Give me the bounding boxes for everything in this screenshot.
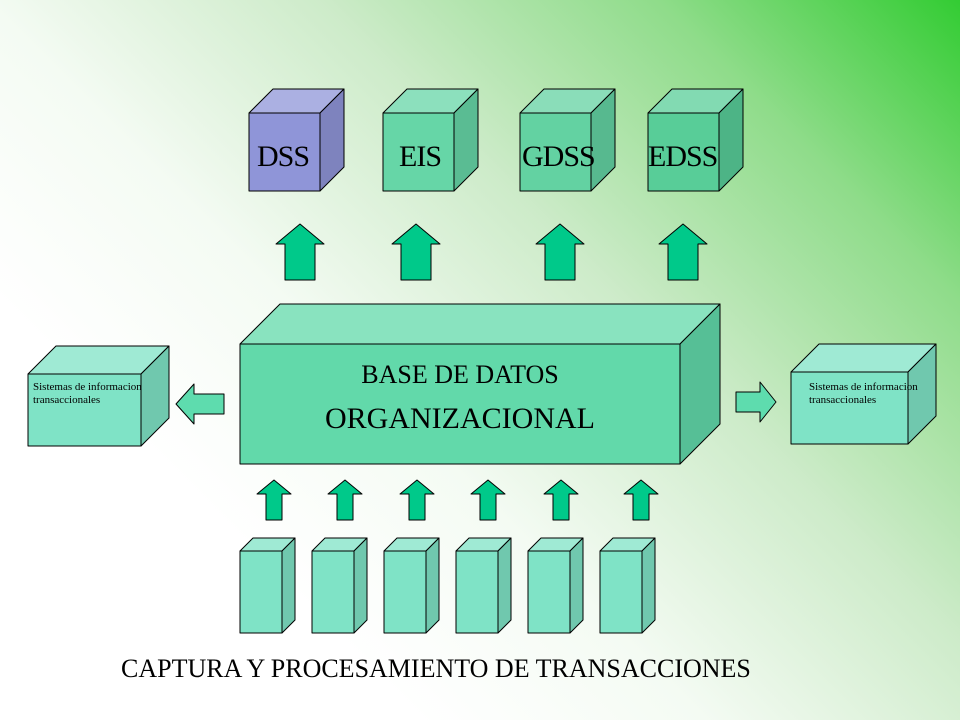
cube-edss-front-face (647, 112, 720, 192)
transaction-box-1-front-face (239, 550, 283, 634)
arrow-to-left-system (175, 383, 225, 425)
transaction-box-6-side-face (641, 537, 656, 634)
cube-eis (382, 88, 479, 192)
arrow-to-right-system (735, 381, 777, 423)
arrow-up-transaction-2 (327, 479, 363, 521)
label-dss: DSS (257, 140, 310, 173)
transaction-box-2-side-face (353, 537, 368, 634)
transaction-box-3-front-face (383, 550, 427, 634)
database-box-front-face (239, 343, 681, 465)
right-system-box (790, 343, 937, 445)
arrow-up-to-gdss (535, 223, 585, 281)
cube-gdss-front-face (519, 112, 592, 192)
arrow-up-transaction-4 (470, 479, 506, 521)
transaction-box-6 (599, 537, 656, 634)
transaction-box-5-front-face (527, 550, 571, 634)
label-eis: EIS (399, 140, 442, 173)
arrow-up-transaction-6 (623, 479, 659, 521)
cube-dss (248, 88, 345, 192)
transaction-box-4-side-face (497, 537, 512, 634)
transaction-box-6-front-face (599, 550, 643, 634)
transaction-box-4 (455, 537, 512, 634)
arrow-up-to-dss (275, 223, 325, 281)
transaction-box-2 (311, 537, 368, 634)
transaction-box-2-front-face (311, 550, 355, 634)
label-edss: EDSS (648, 140, 718, 173)
left-system-label: Sistemas de informacion transaccionales (33, 381, 142, 406)
cube-dss-front-face (248, 112, 321, 192)
database-title-line1: BASE DE DATOS (361, 360, 559, 389)
transaction-box-5 (527, 537, 584, 634)
arrow-up-transaction-1 (256, 479, 292, 521)
right-system-label: Sistemas de informacion transaccionales (809, 381, 918, 406)
left-system-box-front-face (27, 373, 142, 447)
left-system-box (27, 345, 170, 447)
database-title-line2: ORGANIZACIONAL (325, 402, 595, 435)
cube-eis-front-face (382, 112, 455, 192)
transaction-box-1-side-face (281, 537, 296, 634)
arrow-up-to-edss (658, 223, 708, 281)
database-box-top-face (239, 303, 721, 345)
database-box (239, 303, 721, 465)
footer-caption: CAPTURA Y PROCESAMIENTO DE TRANSACCIONES (121, 654, 751, 683)
cube-edss (647, 88, 744, 192)
right-system-box-front-face (790, 371, 909, 445)
transaction-box-3-side-face (425, 537, 440, 634)
arrow-up-transaction-3 (399, 479, 435, 521)
label-gdss: GDSS (522, 140, 596, 173)
arrow-up-transaction-5 (543, 479, 579, 521)
transaction-box-3 (383, 537, 440, 634)
transaction-box-5-side-face (569, 537, 584, 634)
transaction-box-4-front-face (455, 550, 499, 634)
transaction-box-1 (239, 537, 296, 634)
cube-gdss (519, 88, 616, 192)
arrow-up-to-eis (391, 223, 441, 281)
